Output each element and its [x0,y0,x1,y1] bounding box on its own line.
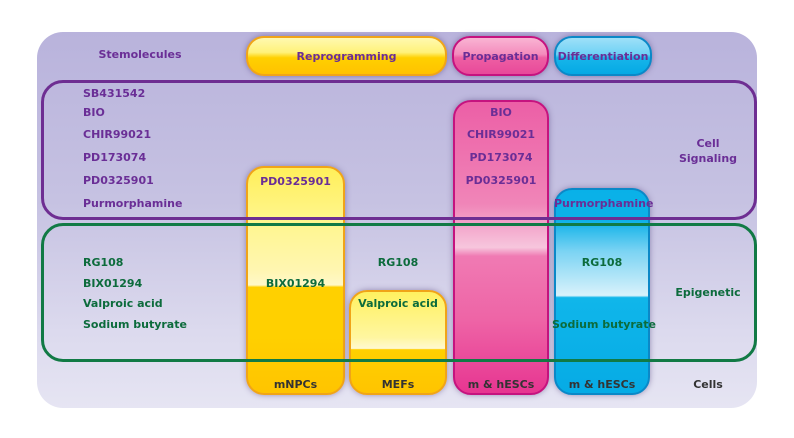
differentiation-molecule-rg108: RG108 [581,256,623,269]
cell-signaling-frame [41,80,757,220]
molecule-pd0325901: PD0325901 [83,174,154,187]
differentiation-cells-label: m & hESCs [568,378,636,391]
cells-label: Cells [693,378,723,391]
stage-differentiation: Differentiation [554,36,652,76]
propagation-molecule-bio: BIO [490,106,512,119]
column-propagation [453,100,549,395]
column-mefs [349,290,447,395]
propagation-cells-label: m & hESCs [467,378,535,391]
propagation-molecule-pd0325901: PD0325901 [465,174,537,187]
stage-reprogramming: Reprogramming [246,36,447,76]
mnpcs-epigenetic-molecule: BIX01294 [265,277,326,290]
cell-signaling-label: Cell Signaling [668,136,748,166]
cell-signaling-label-line2: Signaling [678,152,738,165]
stage-reprogramming-label: Reprogramming [296,49,397,63]
column-mnpcs [246,166,345,395]
molecule-sb431542: SB431542 [83,87,146,100]
mnpcs-signaling-molecule: PD0325901 [260,175,331,188]
mefs-cells-label: MEFs [381,378,415,391]
cell-signaling-label-line1: Cell [696,137,720,150]
mefs-epigenetic-molecule-valproic: Valproic acid [358,297,438,310]
molecule-chir99021: CHIR99021 [83,128,152,141]
propagation-molecule-chir99021: CHIR99021 [466,128,536,141]
molecule-bix01294: BIX01294 [83,277,143,290]
epigenetic-frame [41,223,757,362]
stage-propagation: Propagation [452,36,549,76]
molecule-bio: BIO [83,106,105,119]
molecule-sodium-butyrate: Sodium butyrate [83,318,187,331]
stage-differentiation-label: Differentiation [557,49,649,63]
stage-propagation-label: Propagation [462,49,539,63]
differentiation-molecule-sodium-butyrate: Sodium butyrate [552,318,656,331]
epigenetic-label: Epigenetic [675,286,741,299]
stemolecules-header: Stemolecules [98,48,182,61]
molecule-pd173074: PD173074 [83,151,147,164]
differentiation-molecule-purmorphamine: Purmorphamine [554,197,654,210]
molecule-rg108: RG108 [83,256,124,269]
molecule-valproic-acid: Valproic acid [83,297,163,310]
propagation-molecule-pd173074: PD173074 [469,151,533,164]
molecule-purmorphamine: Purmorphamine [83,197,183,210]
mefs-epigenetic-molecule-rg108: RG108 [377,256,419,269]
mnpcs-cells-label: mNPCs [273,378,318,391]
